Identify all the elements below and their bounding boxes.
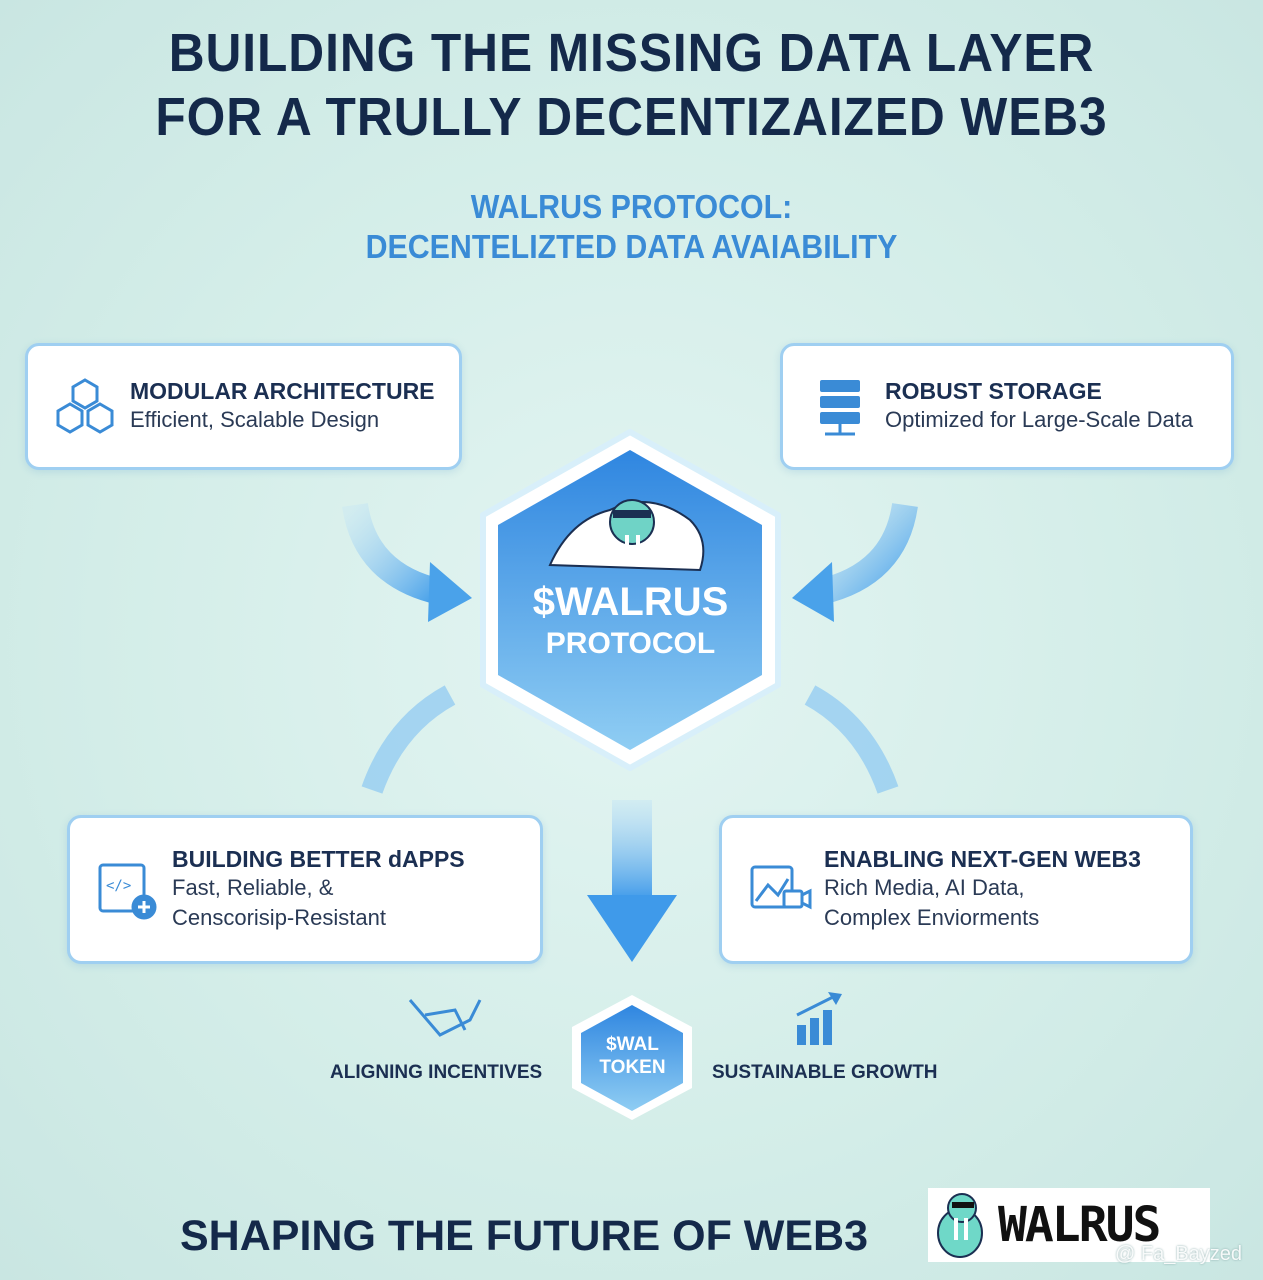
token-line-2: TOKEN xyxy=(599,1057,666,1078)
card-desc-2: Censcorisip-Resistant xyxy=(172,905,386,930)
walrus-mascot-icon xyxy=(548,499,705,572)
modular-cubes-icon xyxy=(56,377,114,434)
title-line-1: BUILDING THE MISSING DATA LAYER xyxy=(168,23,1095,83)
svg-text:</>: </> xyxy=(106,878,131,894)
arrow-top-left xyxy=(342,502,444,605)
watermark: @ Fa_Bayzed xyxy=(1115,1243,1243,1265)
walrus-logo: WALRUS xyxy=(928,1188,1210,1262)
walrus-logo-mascot-icon xyxy=(937,1193,983,1258)
arrow-down-shaft xyxy=(612,800,652,900)
center-title: $WALRUS xyxy=(532,580,729,624)
card-title: MODULAR ARCHITECTURE xyxy=(130,378,435,404)
center-subtitle: PROTOCOL xyxy=(545,627,716,660)
card-title: ENABLING NEXT-GEN WEB3 xyxy=(824,846,1141,872)
code-window-icon: </> xyxy=(98,863,157,919)
token-line-1: $WAL xyxy=(606,1034,659,1055)
handshake-icon xyxy=(408,999,482,1037)
center-hexagon xyxy=(498,450,762,750)
arrow-down-head xyxy=(587,895,677,962)
card-title: BUILDING BETTER dAPPS xyxy=(172,846,465,872)
aligning-incentives-label: ALIGNING INCENTIVES xyxy=(330,1062,543,1083)
card-desc: Fast, Reliable, & xyxy=(172,875,334,900)
card-desc: Optimized for Large-Scale Data xyxy=(885,407,1194,432)
title-line-2: FOR A TRULLY DECENTIZAIZED WEB3 xyxy=(155,87,1108,147)
card-desc-2: Complex Enviorments xyxy=(824,905,1040,930)
arc-bottom-left xyxy=(361,685,456,794)
card-title: ROBUST STORAGE xyxy=(885,378,1102,404)
subtitle-line-2: DECENTELIZTED DATA AVAIABILITY xyxy=(365,228,898,265)
card-desc: Efficient, Scalable Design xyxy=(130,407,380,432)
sustainable-growth-label: SUSTAINABLE GROWTH xyxy=(712,1062,938,1083)
card-modular-architecture: MODULAR ARCHITECTURE Efficient, Scalable … xyxy=(25,343,462,470)
growth-chart-icon xyxy=(796,992,842,1045)
arrow-head-top-right xyxy=(792,562,834,622)
media-icon xyxy=(750,865,812,909)
card-desc: Rich Media, AI Data, xyxy=(824,875,1025,900)
subtitle-line-1: WALRUS PROTOCOL: xyxy=(470,188,793,225)
token-hexagon xyxy=(581,1005,683,1111)
card-robust-storage: ROBUST STORAGE Optimized for Large-Scale … xyxy=(780,343,1234,470)
footer-tagline: SHAPING THE FUTURE OF WEB3 xyxy=(180,1212,869,1260)
arc-bottom-right xyxy=(804,685,899,794)
arrow-top-right xyxy=(816,502,918,605)
card-building-dapps: </> BUILDING BETTER dAPPS Fast, Reliable,… xyxy=(67,815,543,964)
arrow-head-top-left xyxy=(428,562,472,622)
logo-text: WALRUS xyxy=(998,1197,1161,1253)
server-storage-icon xyxy=(820,379,860,435)
